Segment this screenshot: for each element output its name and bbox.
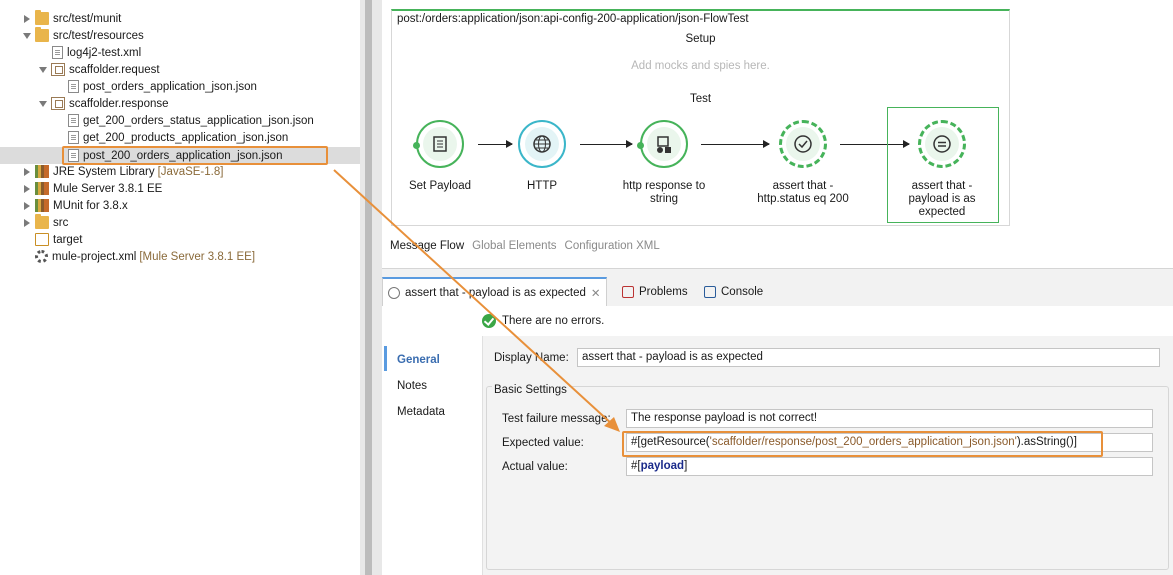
flow-node-http[interactable] xyxy=(518,120,566,168)
selected-file-highlight xyxy=(62,146,328,165)
nav-notes[interactable]: Notes xyxy=(397,380,428,392)
package-icon xyxy=(51,97,65,110)
tree-item-target[interactable]: target xyxy=(35,231,82,248)
nav-selection-marker xyxy=(384,346,387,371)
tree-item-scaffolder-response[interactable]: scaffolder.response xyxy=(38,95,169,112)
source-folder-icon xyxy=(35,27,49,42)
expected-value-label: Expected value: xyxy=(502,437,584,449)
gear-icon xyxy=(35,250,48,263)
tree-item-src-test-resources[interactable]: src/test/resources xyxy=(22,27,144,44)
tree-item-get-orders-status-json[interactable]: get_200_orders_status_application_json.j… xyxy=(68,112,314,129)
flow-arrow xyxy=(580,140,633,148)
tree-item-munit[interactable]: MUnit for 3.8.x xyxy=(22,197,128,214)
json-file-icon xyxy=(68,80,79,93)
node-label-assert-status: assert that - http.status eq 200 xyxy=(757,180,849,205)
tree-item-src[interactable]: src xyxy=(22,214,68,231)
close-icon[interactable]: ✕ xyxy=(590,288,601,300)
tree-item-post-orders-json[interactable]: post_orders_application_json.json xyxy=(68,78,257,95)
xml-file-icon xyxy=(52,46,63,59)
tab-console[interactable]: Console xyxy=(704,277,763,307)
tab-problems[interactable]: Problems xyxy=(622,277,688,307)
library-icon xyxy=(35,199,49,212)
nav-general[interactable]: General xyxy=(397,354,440,366)
general-form: Display Name: assert that - payload is a… xyxy=(482,336,1173,575)
actual-value-field[interactable]: #[payload] xyxy=(626,457,1153,476)
flow-node-assert-payload[interactable] xyxy=(918,120,966,168)
problems-icon xyxy=(622,286,634,298)
tree-item-src-test-munit[interactable]: src/test/munit xyxy=(22,10,121,27)
tree-item-get-products-json[interactable]: get_200_products_application_json.json xyxy=(68,129,288,146)
selected-node-frame xyxy=(887,107,999,223)
tree-item-mule-project[interactable]: mule-project.xml [Mule Server 3.8.1 EE] xyxy=(35,248,255,265)
flow-node-assert-status[interactable] xyxy=(779,120,827,168)
flow-arrow xyxy=(478,140,513,148)
setup-section-label: Setup xyxy=(685,33,716,45)
display-name-field[interactable]: assert that - payload is as expected xyxy=(577,348,1160,367)
actual-value-label: Actual value: xyxy=(502,461,568,473)
transformer-icon xyxy=(647,127,681,161)
validation-status: There are no errors. xyxy=(482,314,604,328)
checkmark-icon xyxy=(786,127,820,161)
expected-value-highlight xyxy=(622,431,1103,457)
tab-message-flow[interactable]: Message Flow xyxy=(390,240,465,252)
package-icon xyxy=(51,63,65,76)
expected-value-field[interactable]: #[getResource('scaffolder/response/post_… xyxy=(626,433,1153,452)
test-section-label: Test xyxy=(689,93,712,105)
flow-arrow xyxy=(840,140,910,148)
source-folder-icon xyxy=(35,10,49,25)
tab-global-elements[interactable]: Global Elements xyxy=(472,240,557,252)
expand-icon[interactable] xyxy=(22,167,32,177)
tab-assert-payload[interactable]: assert that - payload is as expected ✕ xyxy=(382,277,607,307)
failure-message-label: Test failure message: xyxy=(502,413,611,425)
expand-icon[interactable] xyxy=(22,14,32,24)
flow-title: post:/orders:application/json:api-config… xyxy=(397,13,749,25)
nav-metadata[interactable]: Metadata xyxy=(397,406,445,418)
flow-node-set-payload[interactable] xyxy=(413,120,464,168)
failure-message-field[interactable]: The response payload is not correct! xyxy=(626,409,1153,428)
tree-item-log4j2[interactable]: log4j2-test.xml xyxy=(52,44,141,61)
console-icon xyxy=(704,286,716,298)
flow-node-http-response-to-string[interactable] xyxy=(637,120,688,168)
expand-icon[interactable] xyxy=(22,184,32,194)
display-name-label: Display Name: xyxy=(494,352,569,364)
json-file-icon xyxy=(68,149,79,162)
basic-settings-title: Basic Settings xyxy=(492,384,569,396)
collapse-icon[interactable] xyxy=(38,99,48,109)
node-label-http: HTTP xyxy=(526,180,558,192)
properties-panel: General Notes Metadata There are no erro… xyxy=(382,306,1173,575)
package-explorer-tree: src/test/munit src/test/resources log4j2… xyxy=(0,0,360,575)
view-splitter[interactable] xyxy=(360,0,382,575)
equals-icon xyxy=(388,287,400,299)
flow-canvas[interactable]: post:/orders:application/json:api-config… xyxy=(391,9,1010,226)
json-file-icon xyxy=(68,131,79,144)
setup-drop-hint[interactable]: Add mocks and spies here. xyxy=(631,60,770,72)
library-icon xyxy=(35,182,49,195)
tree-item-scaffolder-request[interactable]: scaffolder.request xyxy=(38,61,160,78)
tab-configuration-xml[interactable]: Configuration XML xyxy=(564,240,660,252)
splitter-handle[interactable] xyxy=(365,0,372,575)
folder-icon xyxy=(35,233,49,246)
folder-icon xyxy=(35,214,49,229)
tree-item-jre-library[interactable]: JRE System Library [JavaSE-1.8] xyxy=(22,163,223,180)
tree-item-mule-server[interactable]: Mule Server 3.8.1 EE xyxy=(22,180,162,197)
check-circle-icon xyxy=(482,314,496,328)
collapse-icon[interactable] xyxy=(22,31,32,41)
globe-icon xyxy=(525,127,559,161)
tree-item-post-200-orders-json[interactable]: post_200_orders_application_json.json xyxy=(0,147,360,164)
set-payload-icon xyxy=(423,127,457,161)
json-file-icon xyxy=(68,114,79,127)
flow-arrow xyxy=(701,140,770,148)
editor-view-tabs: Message Flow Global Elements Configurati… xyxy=(390,240,660,252)
basic-settings-group xyxy=(486,386,1169,570)
expand-icon[interactable] xyxy=(22,218,32,228)
node-label-http-response-to-string: http response to string xyxy=(622,180,706,205)
library-icon xyxy=(35,165,49,178)
node-label-assert-payload: assert that - payload is as expected xyxy=(908,180,976,218)
node-label-set-payload: Set Payload xyxy=(408,180,471,192)
collapse-icon[interactable] xyxy=(38,65,48,75)
expand-icon[interactable] xyxy=(22,201,32,211)
properties-tab-bar: assert that - payload is as expected ✕ P… xyxy=(382,268,1173,307)
equals-icon xyxy=(925,127,959,161)
